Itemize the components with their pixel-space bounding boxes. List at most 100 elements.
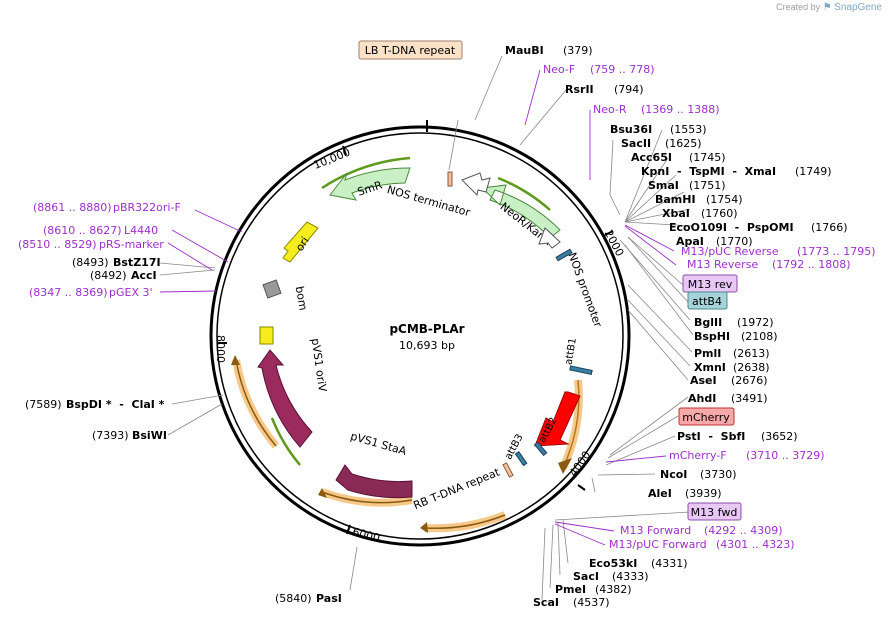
enzyme-rsrii[interactable]: RsrII(794) [565,83,644,96]
pvs1-repa-feature[interactable] [257,349,313,448]
enzyme-acci[interactable]: (8492)AccI [90,269,157,282]
m13-rev-label: M13 rev [688,278,733,291]
tick-label-6000: 6000 [351,525,381,545]
enzyme-smai[interactable]: SmaI(1751) [648,179,726,192]
enzyme-pos: (3730) [700,468,737,481]
enzyme-kpni-group[interactable]: KpnI - TspMI - XmaI (1749) [641,165,832,178]
primer-pos: (4292 .. 4309) [704,524,783,537]
enzyme-ahdi[interactable]: AhdI(3491) [688,392,768,405]
boxed-feature-lb[interactable]: LB T-DNA repeat [358,40,463,60]
primer-prs-marker[interactable]: (8510 .. 8529)pRS-marker [18,238,164,251]
primer-neo-f[interactable]: Neo-F(759 .. 778) [543,63,655,76]
enzyme-name: BstZ17I [113,256,161,269]
nos-promoter-label: NOS promoter [565,251,604,330]
attb1-feature[interactable] [569,365,593,376]
nos-promoter-feature[interactable] [538,227,561,249]
primer-m13-puc-forward[interactable]: M13/pUC Forward(4301 .. 4323) [609,538,795,551]
enzyme-ncoi[interactable]: NcoI(3730) [660,468,737,481]
primer-name: Neo-R [593,103,627,116]
neor-green-arc [497,176,551,211]
primer-leader-lines [159,69,677,546]
enzyme-maubi[interactable]: MauBI(379) [505,44,593,57]
enzyme-name: BglII [694,316,722,329]
enzyme-name: AhdI [688,392,716,405]
boxed-feature-mcherry[interactable]: mCherry [678,407,735,426]
primer-neo-r[interactable]: Neo-R(1369 .. 1388) [593,103,720,116]
enzyme-bsphi[interactable]: BspHI(2108) [694,330,778,343]
pvs1-oriv-feature[interactable] [259,326,274,345]
attb3-feature[interactable] [514,451,528,467]
lb-t-dna-repeat-label: LB T-DNA repeat [365,44,456,57]
enzyme-pmli[interactable]: PmlI(2613) [694,347,770,360]
enzyme-bspdi-group[interactable]: (7589)BspDI * - ClaI * [25,398,165,411]
pvs1-staa-label: pVS1 StaA [349,430,408,458]
rb-t-dna-feature[interactable] [502,462,514,478]
enzyme-pos: (2638) [733,361,770,374]
boxed-feature-m13-fwd[interactable]: M13 fwd [687,502,742,521]
boxed-feature-m13-rev[interactable]: M13 rev [682,274,738,293]
ori-feature[interactable] [282,221,319,263]
nos-term-small-marker [447,171,453,187]
enzyme-name: KpnI - TspMI - XmaI [641,165,776,178]
primer-name: L4440 [124,224,158,237]
enzyme-name: BsiWI [132,429,167,442]
primer-labels: Neo-F(759 .. 778) Neo-R(1369 .. 1388) M1… [18,63,876,551]
primer-name: M13 Forward [620,524,691,537]
enzyme-pos: (1749) [795,165,832,178]
enzyme-name: EcoO109I - PspOMI [669,221,794,234]
enzyme-ecoo109i-group[interactable]: EcoO109I - PspOMI (1766) [669,221,848,234]
enzyme-xmni[interactable]: XmnI(2638) [694,361,770,374]
primer-m13-reverse[interactable]: M13 Reverse(1792 .. 1808) [687,258,851,271]
bom-feature[interactable] [262,279,282,299]
enzyme-pos: (1972) [737,316,774,329]
primer-m13-forward[interactable]: M13 Forward (4292 .. 4309) [620,524,783,537]
enzyme-sacii[interactable]: SacII (1625) [621,137,702,150]
enzyme-xbai[interactable]: XbaI(1760) [662,207,738,220]
smr-feature[interactable] [329,167,411,201]
enzyme-name: BamHI [655,193,696,206]
primer-pbr322ori-f[interactable]: (8861 .. 8880)pBR322ori-F [33,201,181,214]
enzyme-pos: (1766) [811,221,848,234]
attb2-feature[interactable] [533,441,548,457]
enzyme-pos: (7589) [25,398,62,411]
enzyme-bsu36i[interactable]: Bsu36I(1553) [610,123,707,136]
enzyme-name: SacII [621,137,651,150]
mcherry-feature[interactable] [534,391,581,447]
enzyme-pmei[interactable]: PmeI(4382) [555,583,632,596]
primer-pos: (8861 .. 8880) [33,201,112,214]
enzyme-acc65i[interactable]: Acc65I (1745) [631,151,726,164]
primer-pgex-3[interactable]: (8347 .. 8369)pGEX 3' [29,286,153,299]
enzyme-pos: (3652) [761,430,798,443]
enzyme-pos: (2676) [731,374,768,387]
enzyme-labels: MauBI(379) RsrII(794) Bsu36I(1553) SacII… [25,44,848,609]
enzyme-apai[interactable]: ApaI(1770) [676,235,753,248]
enzyme-pos: (1745) [689,151,726,164]
enzyme-bstz17i[interactable]: (8493)BstZ17I [72,256,161,269]
enzyme-name: Acc65I [631,151,672,164]
enzyme-bamhi[interactable]: BamHI(1754) [655,193,743,206]
snapgene-credit: Created by ⚑ SnapGene [776,2,882,13]
primer-l4440[interactable]: (8610 .. 8627)L4440 [43,224,158,237]
ring-feature-arcs [232,359,583,533]
enzyme-name: ScaI [533,596,559,609]
enzyme-scai[interactable]: ScaI(4537) [533,596,610,609]
primer-m13-puc-reverse[interactable]: M13/pUC Reverse(1773 .. 1795) [681,245,876,258]
enzyme-saci[interactable]: SacI(4333) [573,570,649,583]
enzyme-eco53ki[interactable]: Eco53kI(4331) [589,557,688,570]
enzyme-alei[interactable]: AleI(3939) [648,487,722,500]
enzyme-pos: (379) [563,44,593,57]
enzyme-bglii[interactable]: BglII (1972) [694,316,774,329]
nos-terminator-feature[interactable] [461,172,491,197]
enzyme-pos: (1625) [665,137,702,150]
pvs1-staa-feature[interactable] [335,464,413,499]
enzyme-pasi[interactable]: (5840)PasI [275,592,342,605]
enzyme-bsiwi[interactable]: (7393)BsiWI [92,429,167,442]
enzyme-name: AccI [131,269,157,282]
enzyme-name: PmeI [555,583,586,596]
primer-mcherry-f[interactable]: mCherry-F(3710 .. 3729) [669,449,825,462]
enzyme-psti-group[interactable]: PstI - SbfI(3652) [677,430,798,443]
enzyme-name: AleI [648,487,672,500]
enzyme-asei[interactable]: AseI(2676) [690,374,768,387]
boxed-feature-attb4[interactable]: attB4 [687,291,728,310]
